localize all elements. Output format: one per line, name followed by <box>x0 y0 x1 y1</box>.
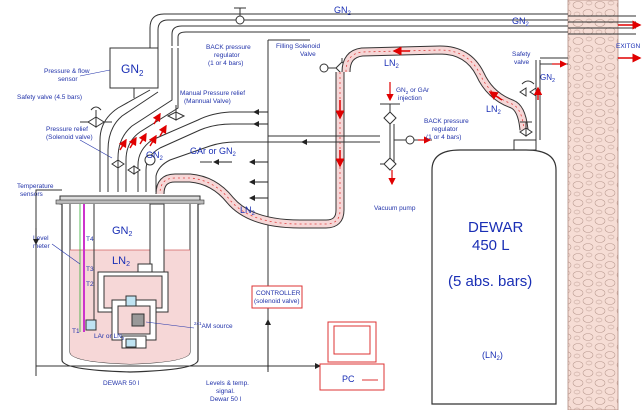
safety-valve-right-icon <box>519 57 568 140</box>
dewar-450l-capacity: 450 L <box>472 237 510 254</box>
gn2-mid-label: GN2 <box>146 150 164 162</box>
ln2-vessel-label: LN2 <box>112 255 130 268</box>
gn2-right-label: GN2 <box>512 16 530 28</box>
manual-relief-label: Manual Pressure relief(Mannual Valve) <box>180 90 245 105</box>
exit-gn2-label: EXITGN <box>616 43 641 50</box>
dewar-50l-vessel <box>55 195 205 373</box>
gn2-box-label: GN2 <box>121 62 144 78</box>
dewar-450l-title: DEWAR <box>468 219 523 236</box>
ln2-right-label: LN2 <box>486 104 502 116</box>
signal-label: Levels & temp.signal.Dewar 50 l <box>206 380 249 403</box>
injection-valve-icon <box>268 103 432 186</box>
ln2-mid-label: LN2 <box>240 205 256 217</box>
back-pressure-regulator-top-icon <box>235 15 245 25</box>
safety-valve-left-label: Safety valve (4.5 bars) <box>17 94 82 101</box>
lar-or-ln2-label: LAr or LN2 <box>94 333 125 341</box>
t1-label: T1 <box>72 328 80 335</box>
gn2-top-label: GN2 <box>334 5 352 17</box>
safety-valve-left-icon <box>80 106 112 128</box>
signal-line-left <box>35 189 321 369</box>
gas-injection-arrows <box>200 109 320 201</box>
am-source-label: 241AM source <box>194 321 233 330</box>
gn2-vessel-label: GN2 <box>112 225 133 238</box>
vacuum-pump-label: Vacuum pump <box>374 205 416 212</box>
ln2-top-label: LN2 <box>384 58 400 70</box>
gar-or-gn2-label: GAr or GN2 <box>190 146 237 158</box>
t2-label: T2 <box>86 281 94 288</box>
ln2-transfer-line <box>155 45 529 229</box>
pressure-relief-label: Pressure relief(Solenoid valve) <box>46 126 93 141</box>
t4-label: T4 <box>86 236 94 243</box>
controller-box <box>251 285 303 309</box>
gn2-safety-label: GN2 <box>540 73 555 84</box>
controller-label: CONTROLLER(solenoid valve) <box>254 290 301 305</box>
building-wall <box>567 0 619 410</box>
gn2-exhaust-lines <box>149 7 642 63</box>
manual-relief-valve-icon <box>166 105 186 121</box>
pc-label: PC <box>342 374 355 384</box>
t3-label: T3 <box>86 266 94 273</box>
pc-icon <box>319 321 385 391</box>
dewar-450l-pressure: (5 abs. bars) <box>448 273 532 290</box>
dewar-450l-vessel <box>431 139 557 405</box>
pressure-relief-solenoid-icon <box>111 154 156 175</box>
gn2-buffer-box <box>109 47 159 89</box>
red-flow-arrows-left <box>118 112 167 151</box>
dewar-50l-label: DEWAR 50 l <box>103 380 140 387</box>
dewar-450l-content: (LN2) <box>482 350 503 362</box>
